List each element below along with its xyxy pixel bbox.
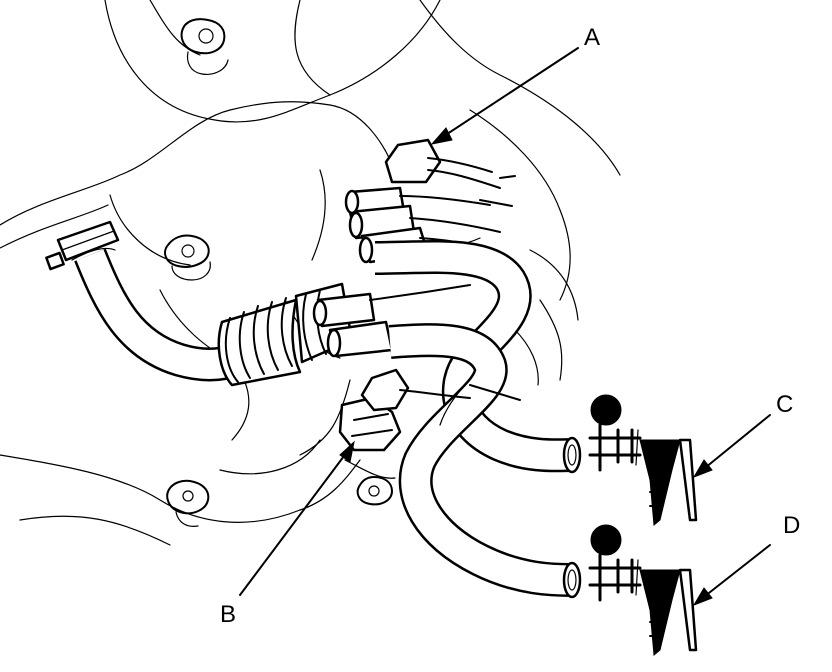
leader-line-b [239, 440, 355, 596]
leader-line-c [692, 414, 771, 478]
callout-label-a: A [584, 24, 600, 51]
hose-d-inner-line [439, 379, 471, 426]
mounting-boss-right [356, 476, 393, 506]
hose-clamp [45, 220, 120, 271]
callout-label-c: C [776, 391, 793, 418]
callout-label-d: D [783, 512, 800, 539]
callout-label-b: B [220, 601, 236, 628]
mounting-boss-middle [164, 234, 211, 281]
leader-line-a [430, 47, 579, 145]
pinch-clamp-c [588, 394, 698, 526]
mounting-boss-lower [166, 479, 210, 527]
leader-line-d [692, 544, 771, 606]
quick-connector-b [338, 368, 521, 452]
hose-d [388, 323, 582, 599]
middle-fuel-pipes [312, 284, 471, 358]
pinch-clamp-d [588, 524, 698, 656]
quick-connector-a [384, 138, 516, 207]
mounting-boss-top [180, 18, 229, 75]
